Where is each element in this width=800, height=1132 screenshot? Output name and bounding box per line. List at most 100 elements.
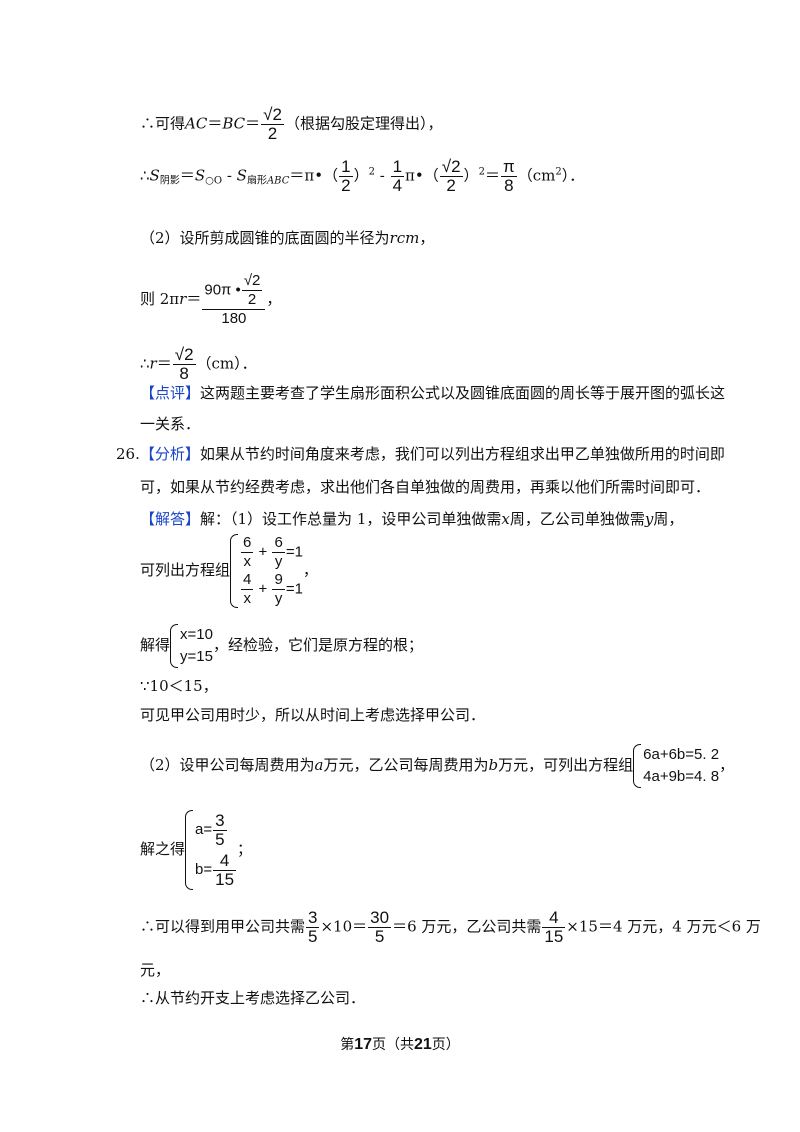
text: π•（ — [405, 166, 439, 185]
text: ， — [719, 756, 735, 774]
brace — [185, 810, 194, 890]
equation-row: 6a+6b=5. 2 — [643, 746, 720, 763]
question-number: 26. — [116, 445, 140, 463]
line-comment: 【点评】这两题主要考查了学生扇形面积公式以及圆锥底面圆的周长等于展开图的弧长这 — [140, 383, 725, 403]
text: 解得 — [140, 636, 171, 654]
footer-text: 页） — [431, 1037, 460, 1053]
var: rcm — [389, 229, 420, 247]
text: 则 2π — [140, 290, 180, 308]
text: 万元，乙公司每周费用为 — [323, 756, 489, 774]
text: 这两题主要考查了学生扇形面积公式以及圆锥底面圆的周长等于展开图的弧长这 — [200, 384, 726, 402]
var-r: r — [149, 354, 157, 373]
subscript: ○O — [205, 175, 223, 187]
comment-tag: 【点评】 — [140, 384, 201, 402]
brace — [633, 744, 642, 788]
text: 可，如果从节约经费考虑，求出他们各自单独做的周费用，再乘以他们所需时间即可． — [140, 478, 711, 496]
solution-tag: 【解答】 — [140, 510, 201, 528]
text: ； — [237, 840, 253, 858]
equals: ＝ — [179, 166, 195, 185]
text: （2）设所剪成圆锥的底面圆的半径为 — [140, 229, 390, 247]
text: 解之得 — [140, 840, 186, 858]
text: 周，乙公司单独做需 — [509, 510, 645, 528]
equals: ＝ — [186, 290, 202, 308]
equals: ＝ — [484, 166, 500, 185]
subscript: 扇形 — [246, 175, 267, 187]
text: ＝6 万元，乙公司共需 — [392, 917, 542, 936]
var-r: r — [179, 290, 187, 308]
minus: - — [222, 166, 237, 185]
text: 可列出方程组 — [140, 561, 231, 579]
text: ＝π•（ — [289, 166, 339, 185]
text: ∴可得 — [140, 114, 186, 133]
equation-row: x=10 — [180, 626, 213, 643]
text: 周， — [653, 510, 684, 528]
footer-text: 页（共 — [372, 1037, 414, 1053]
analysis-tag: 【分析】 — [139, 445, 200, 463]
text: 一关系． — [140, 415, 201, 433]
text: ，经检验，它们是原方程的根； — [212, 636, 423, 654]
therefore: ∴ — [140, 166, 150, 185]
var-s: S — [149, 166, 160, 185]
text: ×10＝ — [320, 917, 368, 936]
text: 如果从节约时间角度来考虑，我们可以列出方程组求出甲乙单独做所用的时间即 — [199, 445, 725, 463]
line-radius-setup: （2）设所剪成圆锥的底面圆的半径为rcm， — [140, 228, 434, 248]
superscript: 2 — [368, 166, 375, 178]
text: ， — [302, 561, 318, 579]
line-q26-analysis: 26.【分析】如果从节约时间角度来考虑，我们可以列出方程组求出甲乙单独做所用的时… — [116, 444, 725, 464]
line-conclusion-time: 可见甲公司用时少，所以从时间上考虑选择甲公司． — [140, 705, 485, 725]
equation-row: 4a+9b=4. 8 — [643, 768, 720, 785]
text: ∵10＜15， — [140, 677, 218, 695]
line-comment-cont: 一关系． — [140, 414, 200, 434]
therefore: ∴ — [140, 354, 150, 373]
subscript: 阴影 — [159, 175, 180, 187]
page-total: 21 — [414, 1036, 432, 1053]
var-s: S — [194, 166, 206, 185]
text: （cm）． — [196, 354, 257, 373]
equals: ＝ — [156, 354, 172, 373]
page-footer: 第17页（共21页） — [0, 1034, 800, 1054]
text: ， — [266, 290, 282, 308]
text: ） — [353, 166, 369, 185]
brace — [170, 624, 179, 668]
var-s: S — [236, 166, 247, 185]
var-y: y — [644, 510, 654, 528]
text: 可见甲公司用时少，所以从时间上考虑选择甲公司． — [140, 706, 486, 724]
subscript: ABC — [266, 175, 290, 187]
text: ∴可以得到用甲公司共需 — [140, 917, 306, 936]
line-analysis-cont: 可，如果从节约经费考虑，求出他们各自单独做的周费用，再乘以他们所需时间即可． — [140, 477, 710, 497]
var-ac: AC — [185, 114, 208, 133]
var-a: a — [314, 756, 324, 774]
line-because: ∵10＜15， — [140, 676, 218, 696]
page-number: 17 — [354, 1036, 372, 1053]
text: 解：（1）设工作总量为 1，设甲公司单独做需 — [200, 510, 502, 528]
var-bc: BC — [222, 114, 246, 133]
text: 元， — [140, 961, 171, 979]
text: （根据勾股定理得出）， — [284, 114, 443, 133]
line-solution-start: 【解答】解：（1）设工作总量为 1，设甲公司单独做需x周，乙公司单独做需y周， — [140, 509, 683, 529]
var-b: b — [488, 756, 499, 774]
minus: - — [374, 166, 390, 185]
text: ）． — [561, 166, 585, 185]
